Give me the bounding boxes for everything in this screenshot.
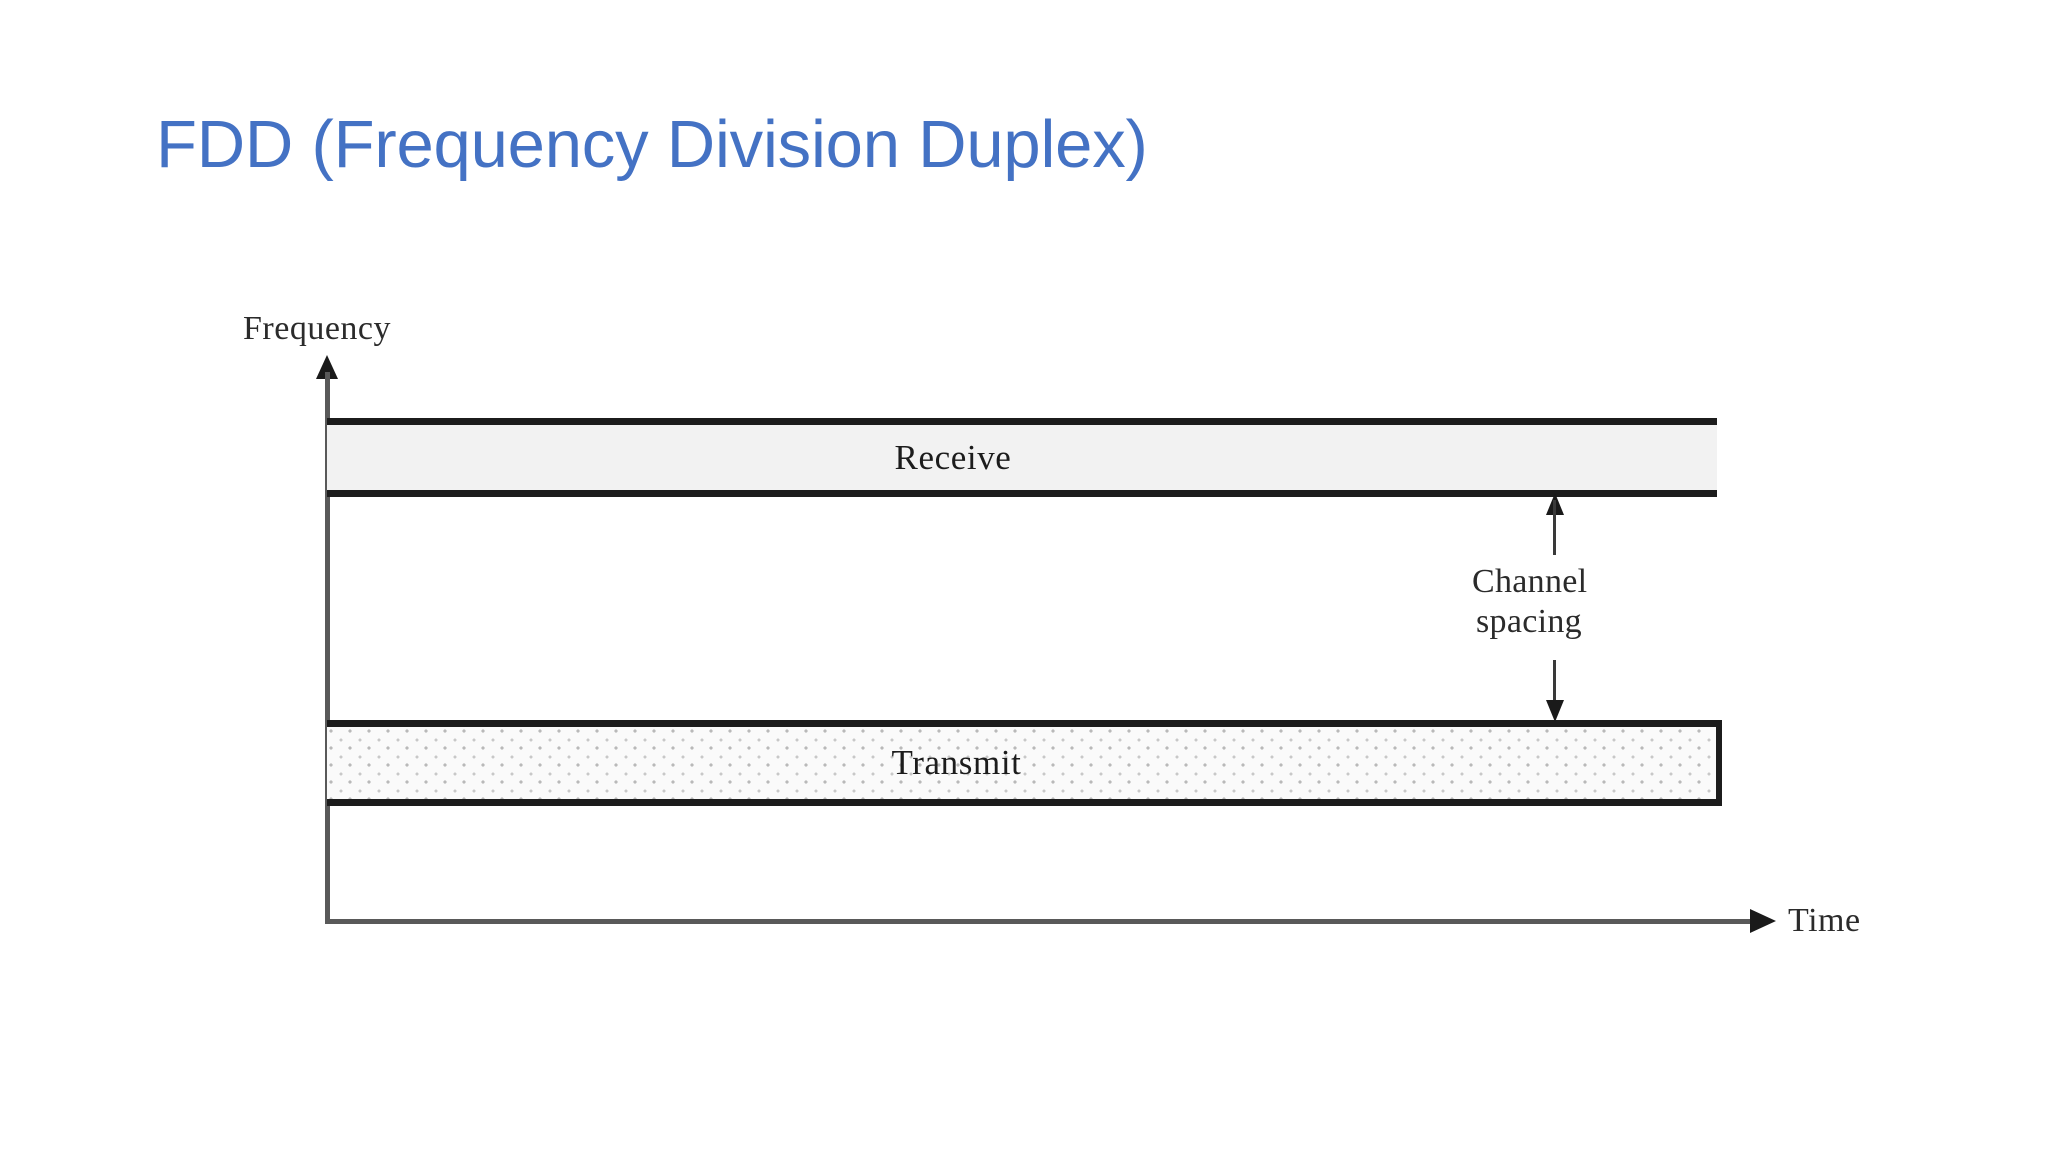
x-axis-arrowhead-icon [1750,909,1776,933]
arrow-up-shaft [1553,500,1556,555]
x-axis-label-time: Time [1788,902,1861,939]
page-title: FDD (Frequency Division Duplex) [156,107,1148,182]
y-axis-arrowhead-icon [316,355,338,379]
transmit-band: Transmit [327,720,1722,806]
channel-spacing-annotation: Channel spacing [1472,493,1710,723]
channel-spacing-label-line-2: spacing [1476,603,1582,641]
arrow-down-shaft [1553,660,1556,712]
transmit-band-label: Transmit [891,743,1022,782]
receive-band: Receive [327,418,1717,497]
y-axis-line [325,372,330,924]
y-axis-label-frequency: Frequency [243,310,392,347]
channel-spacing-label: Channel spacing [1472,562,1702,642]
x-axis-line [325,919,1755,924]
channel-spacing-label-line-1: Channel [1472,563,1588,600]
receive-band-label: Receive [894,437,1012,477]
arrow-down-icon [1546,700,1564,722]
